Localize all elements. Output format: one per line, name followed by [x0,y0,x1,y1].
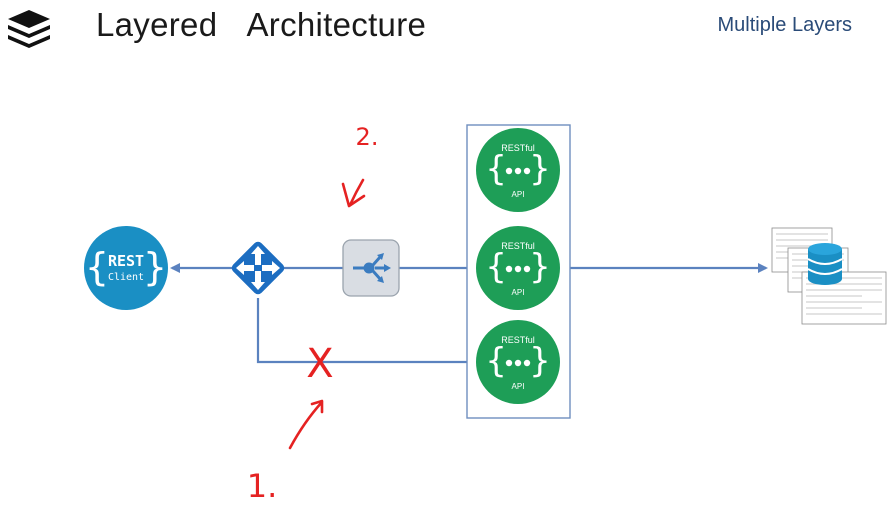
api-node-label: RESTful [501,335,535,345]
left-brace-icon: { [485,247,507,287]
step-one-arrow-icon [288,399,324,450]
dot-icon [523,359,531,367]
step-two-label: 2. [356,123,379,151]
right-brace-icon: } [529,341,551,381]
dot-icon [505,167,513,175]
api-node[interactable]: RESTful { } API [476,128,560,212]
page-title: Layered Architecture [96,6,427,43]
dot-icon [523,265,531,273]
api-node-sublabel: API [512,288,525,297]
right-brace-icon: } [529,149,551,189]
api-node[interactable]: RESTful { } API [476,320,560,404]
header: Layered Architecture Multiple Layers [0,0,896,60]
dot-icon [514,359,522,367]
api-node-label: RESTful [501,241,535,251]
rest-client-sublabel: Client [108,272,144,283]
page-subtitle: Multiple Layers [717,14,852,36]
database-icon [807,243,843,285]
api-node-sublabel: API [512,382,525,391]
stacked-layers-icon [8,10,50,48]
left-brace-icon: { [85,245,109,289]
dot-icon [514,167,522,175]
dot-icon [505,359,513,367]
annotations: X 2. 1. [247,123,379,505]
step-one-label: 1. [247,467,278,505]
bypass-arrow [256,298,478,367]
api-node-label: RESTful [501,143,535,153]
rest-client-node[interactable]: { } REST Client [84,226,168,310]
left-brace-icon: { [485,341,507,381]
connections [170,263,768,367]
dot-icon [505,265,513,273]
right-brace-icon: } [143,245,167,289]
router-icon[interactable] [230,240,287,297]
right-brace-icon: } [529,247,551,287]
load-balancer-icon[interactable] [342,239,400,297]
rest-client-label: REST [108,252,144,270]
step-two-arrow-icon [341,178,366,208]
api-node[interactable]: RESTful { } API [476,226,560,310]
dot-icon [514,265,522,273]
api-node-sublabel: API [512,190,525,199]
blocked-mark: X [306,341,333,387]
dot-icon [523,167,531,175]
left-brace-icon: { [485,149,507,189]
